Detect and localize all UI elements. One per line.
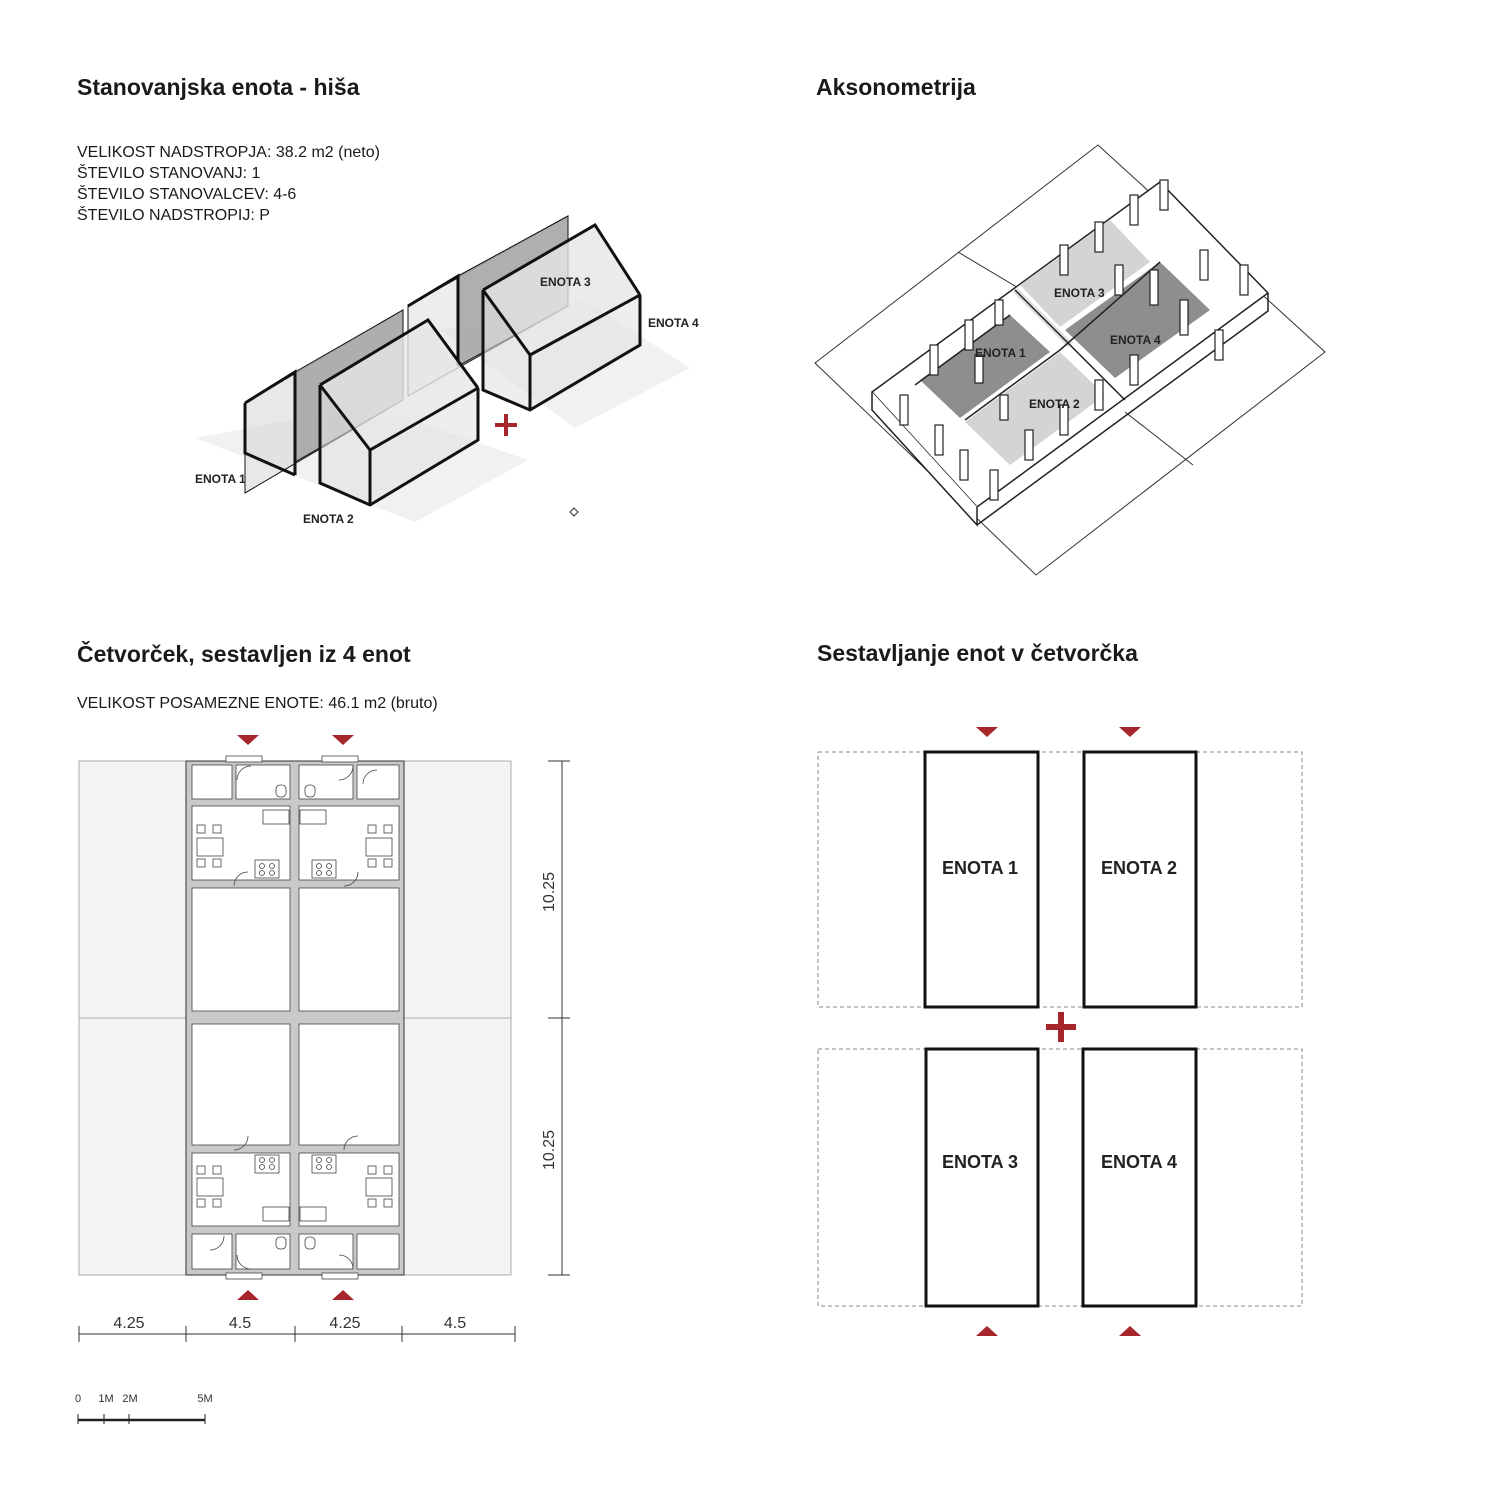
info-floors: ŠTEVILO NADSTROPIJ: P xyxy=(77,207,270,224)
entrance-arrow-icon xyxy=(976,1326,998,1336)
horizontal-dimension-line xyxy=(78,1326,516,1342)
entrance-arrow-icon xyxy=(1119,1326,1141,1336)
compose-panel-title: Sestavljanje enot v četvorčka xyxy=(817,640,1138,666)
house-panel-title: Stanovanjska enota - hiša xyxy=(77,74,360,100)
axo-label-enota-4: ENOTA 4 xyxy=(1110,333,1161,347)
plan-rooms xyxy=(191,764,400,1270)
floor-enota-1 xyxy=(920,315,1050,418)
info-dwellings: ŠTEVILO STANOVANJ: 1 xyxy=(77,165,261,182)
compose-label-enota-2: ENOTA 2 xyxy=(1101,858,1177,878)
dim-horizontal-3: 4.25 xyxy=(329,1315,360,1332)
scale-label-1m: 1M xyxy=(98,1393,113,1405)
dim-horizontal-4: 4.5 xyxy=(444,1315,466,1332)
house-label-enota-2: ENOTA 2 xyxy=(303,512,354,526)
compose-label-enota-3: ENOTA 3 xyxy=(942,1152,1018,1172)
dim-vertical-top: 10.25 xyxy=(541,872,558,912)
scale-label-5m: 5M xyxy=(197,1393,212,1405)
info-residents: ŠTEVILO STANOVALCEV: 4-6 xyxy=(77,186,297,203)
compose-label-enota-1: ENOTA 1 xyxy=(942,858,1018,878)
entrance-arrow-icon xyxy=(237,1290,259,1300)
scale-label-0: 0 xyxy=(75,1393,81,1405)
entrance-arrow-icon xyxy=(976,727,998,737)
entrance-arrow-icon xyxy=(332,1290,354,1300)
axo-label-enota-1: ENOTA 1 xyxy=(975,346,1026,360)
dim-horizontal-2: 4.5 xyxy=(229,1315,251,1332)
house-enota-4 xyxy=(481,222,642,412)
entrance-arrow-icon xyxy=(1119,727,1141,737)
floor-enota-2 xyxy=(965,352,1105,465)
house-enota-2 xyxy=(318,318,480,507)
floor-plan-diagram: 10.25 10.25 4.25 4.5 4.25 4.5 0 1M 2M 5M xyxy=(75,735,570,1424)
plus-icon xyxy=(495,414,517,436)
axo-label-enota-3: ENOTA 3 xyxy=(1054,286,1105,300)
axonometry-diagram: ENOTA 1 ENOTA 2 ENOTA 3 ENOTA 4 xyxy=(814,144,1326,576)
scale-label-2m: 2M xyxy=(122,1393,137,1405)
house-label-enota-1: ENOTA 1 xyxy=(195,472,246,486)
plan-furniture xyxy=(196,765,393,1270)
info-floor-size: VELIKOST NADSTROPJA: 38.2 m2 (neto) xyxy=(77,144,380,161)
house-label-enota-3: ENOTA 3 xyxy=(540,275,591,289)
unit-box-enota-3 xyxy=(924,1047,1040,1308)
plus-icon xyxy=(1046,1012,1076,1042)
house-info: VELIKOST NADSTROPJA: 38.2 m2 (neto) ŠTEV… xyxy=(77,142,380,226)
compose-label-enota-4: ENOTA 4 xyxy=(1101,1152,1177,1172)
dim-horizontal-1: 4.25 xyxy=(113,1315,144,1332)
entrance-arrow-icon xyxy=(332,735,354,745)
dim-vertical-bottom: 10.25 xyxy=(541,1130,558,1170)
site-outline-top xyxy=(817,751,1303,1008)
composition-diagram: ENOTA 1 ENOTA 2 ENOTA 3 ENOTA 4 xyxy=(817,727,1303,1336)
entrance-arrow-icon xyxy=(237,735,259,745)
floor-enota-4 xyxy=(1065,262,1210,378)
house-label-enota-4: ENOTA 4 xyxy=(648,316,699,330)
unit-box-enota-2 xyxy=(1082,750,1198,1009)
north-marker-icon xyxy=(569,507,579,517)
axonometry-panel-title: Aksonometrija xyxy=(816,74,976,100)
plan-info: VELIKOST POSAMEZNE ENOTE: 46.1 m2 (bruto… xyxy=(77,695,438,712)
scale-bar xyxy=(77,1414,206,1424)
unit-box-enota-1 xyxy=(923,750,1040,1009)
unit-box-enota-4 xyxy=(1081,1047,1198,1308)
plan-panel-title: Četvorček, sestavljen iz 4 enot xyxy=(77,641,411,667)
axo-label-enota-2: ENOTA 2 xyxy=(1029,397,1080,411)
floor-enota-3 xyxy=(1020,220,1150,327)
house-isometric-diagram: ENOTA 1 ENOTA 2 ENOTA 3 ENOTA 4 xyxy=(195,215,699,526)
site-outline-bottom xyxy=(817,1048,1303,1307)
vertical-dimension-line xyxy=(548,760,570,1276)
